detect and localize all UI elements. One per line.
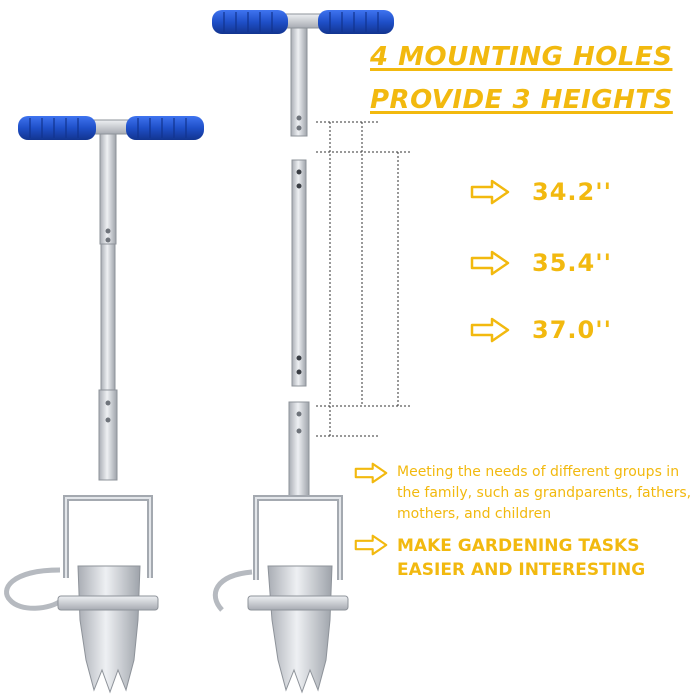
- handle-grip-left: [18, 116, 96, 140]
- height-option-3: 37.0'': [470, 310, 612, 350]
- feature-text: Meeting the needs of different groups in…: [397, 464, 692, 522]
- arrow-right-icon: [354, 534, 388, 556]
- feature-text: MAKE GARDENING TASKS EASIER AND INTEREST…: [397, 536, 646, 580]
- arrow-right-icon: [470, 317, 510, 343]
- handle-grip-right-2: [318, 10, 394, 34]
- headline-line-2: PROVIDE 3 HEIGHTS: [370, 85, 673, 115]
- height-option-1: 34.2'': [470, 172, 612, 212]
- arrow-right-icon: [470, 179, 510, 205]
- arrow-right-icon: [470, 250, 510, 276]
- arrow-right-icon: [354, 462, 388, 484]
- handle-grip-left-2: [212, 10, 288, 34]
- feature-item-1: Meeting the needs of different groups in…: [353, 462, 697, 525]
- mounting-holes: [296, 169, 302, 375]
- handle-grip-right: [126, 116, 204, 140]
- headline-line-1: 4 MOUNTING HOLES: [370, 42, 673, 72]
- height-value: 37.0'': [532, 316, 612, 344]
- height-value: 34.2'': [532, 178, 612, 206]
- feature-item-2: MAKE GARDENING TASKS EASIER AND INTEREST…: [353, 534, 687, 582]
- height-value: 35.4'': [532, 249, 612, 277]
- height-option-2: 35.4'': [470, 243, 612, 283]
